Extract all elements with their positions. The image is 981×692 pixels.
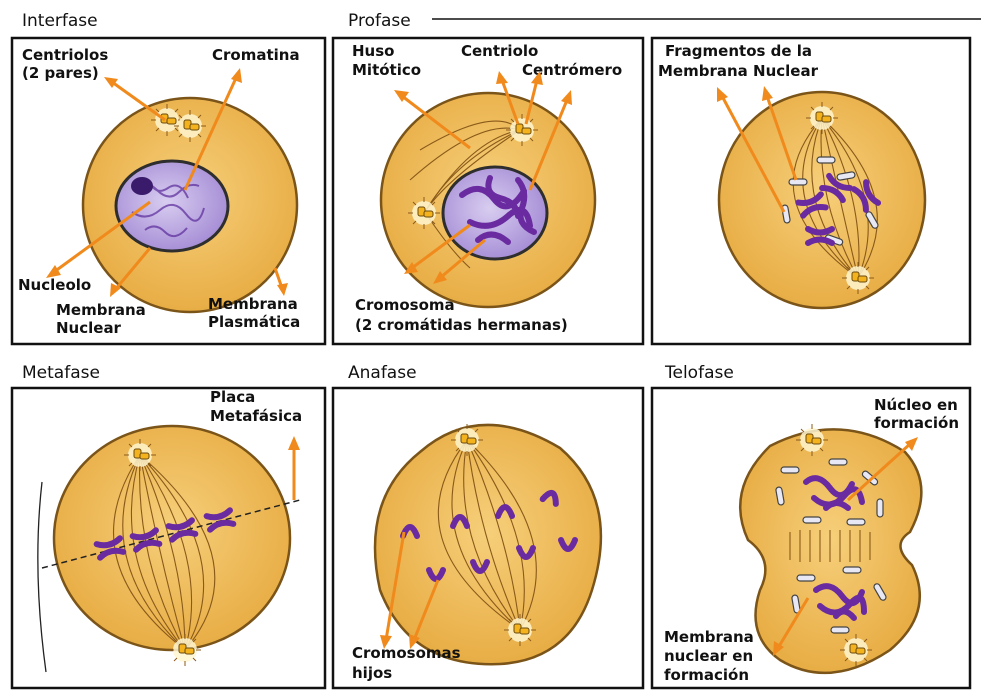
profase-cromosoma-sub-label: (2 cromátidas hermanas) <box>355 316 568 334</box>
metafase-placa-sub-label: Metafásica <box>210 407 302 425</box>
interfase-membrana-nuclear-label: Membrana <box>56 301 146 319</box>
anafase-hijos-label: hijos <box>352 664 392 682</box>
profase-huso-sub-label: Mitótico <box>352 61 421 79</box>
anafase-title: Anafase <box>348 363 417 383</box>
interfase-centriolos-label: Centriolos <box>22 46 108 64</box>
telofase-nucleo-label: Núcleo en <box>874 396 958 414</box>
telofase-membrana-sub2-label: formación <box>664 666 749 684</box>
telofase-panel: Núcleo en formación Membrana nuclear en … <box>652 388 970 688</box>
interfase-membrana-nuclear-sub-label: Nuclear <box>56 319 122 337</box>
profase-centriolo-label: Centriolo <box>461 42 538 60</box>
telofase-nucleo-sub-label: formación <box>874 414 959 432</box>
fragmentos-label: Fragmentos de la <box>665 42 812 60</box>
telofase-membrana-label: Membrana <box>664 628 754 646</box>
interfase-nucleolus <box>131 177 153 195</box>
profase-cromosoma-label: Cromosoma <box>355 296 455 314</box>
metafase-title: Metafase <box>22 363 100 383</box>
anafase-cell <box>375 425 601 664</box>
fragmentos-sub-label: Membrana Nuclear <box>658 62 819 80</box>
profase-huso-label: Huso <box>352 42 394 60</box>
profase-nucleus <box>443 167 547 259</box>
telofase-title: Telofase <box>664 363 734 383</box>
metafase-panel: Placa Metafásica <box>12 388 325 688</box>
interfase-centriolos-sub-label: (2 pares) <box>22 64 99 82</box>
anafase-cromosomas-label: Cromosomas <box>352 644 461 662</box>
metafase-placa-label: Placa <box>210 388 255 406</box>
interfase-membrana-plasmatica-label: Membrana <box>208 295 298 313</box>
anafase-panel: Cromosomas hijos <box>333 388 643 688</box>
interfase-membrana-plasmatica-sub-label: Plasmática <box>208 313 300 331</box>
interfase-cromatina-label: Cromatina <box>212 46 300 64</box>
interfase-nucleus <box>116 161 228 251</box>
interfase-panel: Centriolos (2 pares) Cromatina Nucleolo … <box>12 38 325 344</box>
profase-panel: Huso Mitótico Centriolo Centrómero Cromo… <box>333 38 643 344</box>
interfase-title: Interfase <box>22 11 98 31</box>
telofase-membrana-sub-label: nuclear en <box>664 647 753 665</box>
interfase-nucleolo-label: Nucleolo <box>18 276 91 294</box>
fragmentos-panel: Fragmentos de la Membrana Nuclear <box>652 38 970 344</box>
telofase-cell <box>740 429 921 672</box>
profase-title: Profase <box>348 11 411 31</box>
